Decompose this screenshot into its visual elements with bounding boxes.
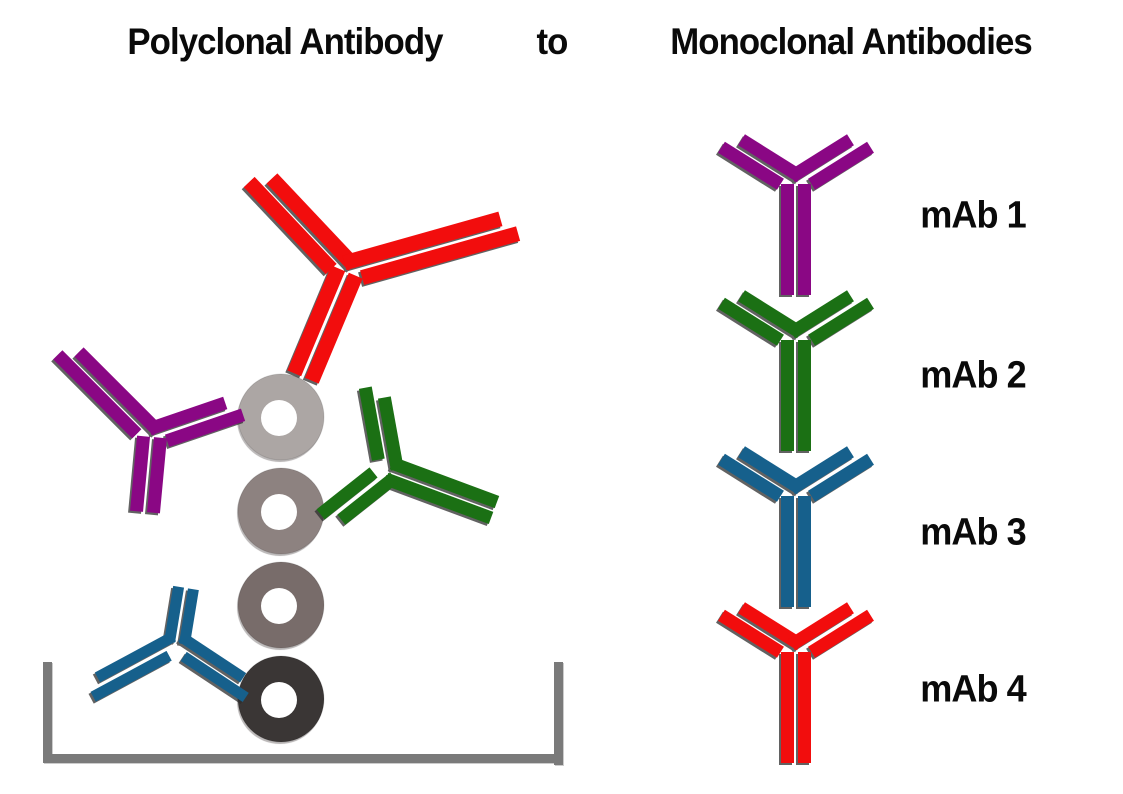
bead-4 (237, 655, 325, 743)
mab-4-label: mAb 4 (920, 668, 1027, 711)
bead-hole (261, 400, 297, 436)
mab-4-antibody (718, 602, 874, 763)
polyclonal-antibody-green (316, 386, 500, 525)
figure-title-left: Polyclonal Antibody (127, 21, 443, 62)
bead-2 (237, 467, 325, 555)
bead-hole (261, 588, 297, 624)
assay-well (43, 662, 563, 765)
mab-3-antibody (718, 446, 874, 607)
bead-hole (261, 494, 297, 530)
mab-3-label: mAb 3 (920, 511, 1027, 554)
mab-2-antibody (718, 290, 874, 451)
figure-title-connector: to (536, 21, 569, 62)
mab-1-antibody (718, 134, 874, 295)
mab-2-label: mAb 2 (920, 354, 1027, 397)
mab-1-label: mAb 1 (920, 194, 1027, 237)
polyclonal-antibody-red (243, 173, 521, 384)
figure-title-right: Monoclonal Antibodies (670, 21, 1032, 62)
bead-3 (237, 561, 325, 649)
bead-hole (261, 682, 297, 718)
polyclonal-antibody-blue (90, 585, 249, 703)
polyclonal-antibody-purple (53, 347, 246, 514)
bead-1 (237, 373, 325, 461)
